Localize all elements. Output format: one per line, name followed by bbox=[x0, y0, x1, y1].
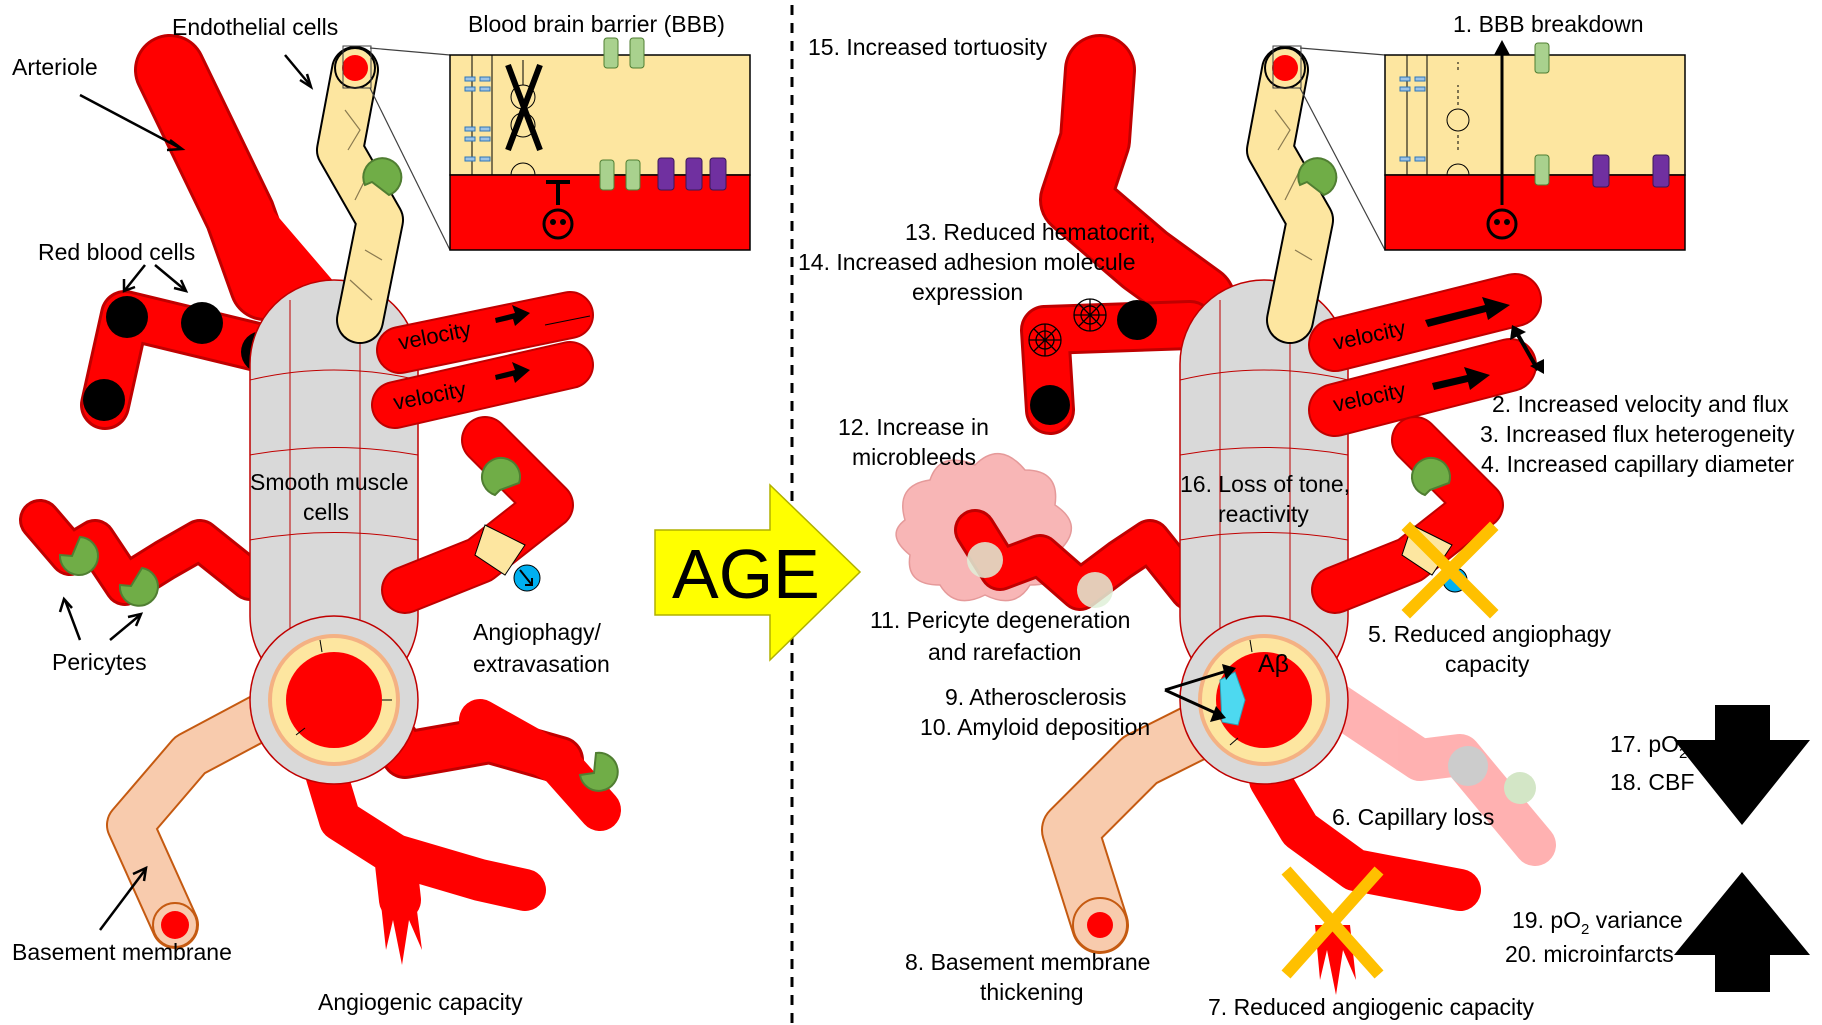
angiogenic-sprout bbox=[380, 895, 422, 965]
label-po2-variance: 19. pO2 variance bbox=[1512, 907, 1683, 938]
label-bbb-breakdown: 1. BBB breakdown bbox=[1453, 11, 1644, 37]
red-blood-cells-label: Red blood cells bbox=[38, 239, 195, 265]
bbb-breakdown-panel bbox=[1385, 40, 1685, 250]
age-arrow: AGE bbox=[655, 485, 860, 660]
smooth-muscle-label: Smooth muscle bbox=[250, 469, 409, 495]
red-blood-cell bbox=[181, 302, 223, 344]
label-amyloid: 10. Amyloid deposition bbox=[920, 714, 1150, 740]
angiogenic-capacity-label: Angiogenic capacity bbox=[318, 989, 523, 1015]
toxin-skull-icon bbox=[544, 210, 572, 238]
label-microinfarcts: 20. microinfarcts bbox=[1505, 941, 1674, 967]
right-panel: velocity velocity bbox=[798, 11, 1810, 1020]
red-blood-cell bbox=[83, 379, 125, 421]
label-basement-thickening-2: thickening bbox=[980, 979, 1084, 1005]
red-blood-cell bbox=[1117, 300, 1157, 340]
label-reduced-angiophagy-2: capacity bbox=[1445, 651, 1530, 677]
adhesion-web-icon bbox=[1029, 324, 1061, 356]
faded-pericyte bbox=[967, 542, 1003, 578]
red-blood-cell bbox=[1030, 385, 1070, 425]
label-hematocrit: 13. Reduced hematocrit, bbox=[905, 219, 1156, 245]
label-microbleeds: 12. Increase in bbox=[838, 414, 989, 440]
label-abeta: Aβ bbox=[1258, 650, 1289, 678]
arteriole-label: Arteriole bbox=[12, 54, 98, 80]
label-cbf: 18. CBF bbox=[1610, 769, 1694, 795]
left-panel: velocity velocity bbox=[12, 11, 750, 1015]
label-basement-thickening: 8. Basement membrane bbox=[905, 949, 1150, 975]
capillary-branch bbox=[1270, 780, 1460, 890]
basement-membrane-label: Basement membrane bbox=[12, 939, 232, 965]
label-velocity-flux: 2. Increased velocity and flux bbox=[1492, 391, 1789, 417]
bbb-label: Blood brain barrier (BBB) bbox=[468, 11, 725, 37]
label-microbleeds-2: microbleeds bbox=[852, 444, 976, 470]
red-blood-cell bbox=[106, 296, 148, 338]
increase-arrow-icon bbox=[1674, 872, 1810, 992]
label-atherosclerosis: 9. Atherosclerosis bbox=[945, 684, 1127, 710]
bbb-panel bbox=[450, 38, 750, 250]
label-pericyte-degeneration-2: and rarefaction bbox=[928, 639, 1081, 665]
label-flux-heterogeneity: 3. Increased flux heterogeneity bbox=[1480, 421, 1795, 447]
angiophagy-label-2: extravasation bbox=[473, 651, 610, 677]
faded-pericyte bbox=[1077, 572, 1113, 608]
decrease-arrow-icon bbox=[1674, 705, 1810, 825]
label-loss-of-tone-2: reactivity bbox=[1218, 501, 1309, 527]
velocity-capillary: velocity bbox=[1331, 365, 1510, 417]
label-pericyte-degeneration: 11. Pericyte degeneration bbox=[870, 607, 1130, 633]
transporter-purple bbox=[658, 158, 726, 190]
label-tortuosity: 15. Increased tortuosity bbox=[808, 34, 1048, 60]
label-capillary-loss: 6. Capillary loss bbox=[1332, 804, 1494, 830]
toxin-skull-icon bbox=[1488, 210, 1516, 238]
smooth-muscle-label-2: cells bbox=[303, 499, 349, 525]
label-reduced-angiogenic: 7. Reduced angiogenic capacity bbox=[1208, 994, 1535, 1020]
endothelial-cells-label: Endothelial cells bbox=[172, 14, 338, 40]
label-po2: 17. pO2 bbox=[1610, 731, 1687, 762]
pericytes-label: Pericytes bbox=[52, 649, 147, 675]
label-reduced-angiophagy: 5. Reduced angiophagy bbox=[1368, 621, 1611, 647]
angiophagy-label: Angiophagy/ bbox=[473, 619, 601, 645]
label-loss-of-tone: 16. Loss of tone, bbox=[1180, 471, 1350, 497]
label-adhesion-2: expression bbox=[912, 279, 1023, 305]
adhesion-web-icon bbox=[1074, 299, 1106, 331]
label-capillary-diameter: 4. Increased capillary diameter bbox=[1481, 451, 1795, 477]
label-adhesion: 14. Increased adhesion molecule bbox=[798, 249, 1136, 275]
age-label: AGE bbox=[672, 535, 820, 613]
